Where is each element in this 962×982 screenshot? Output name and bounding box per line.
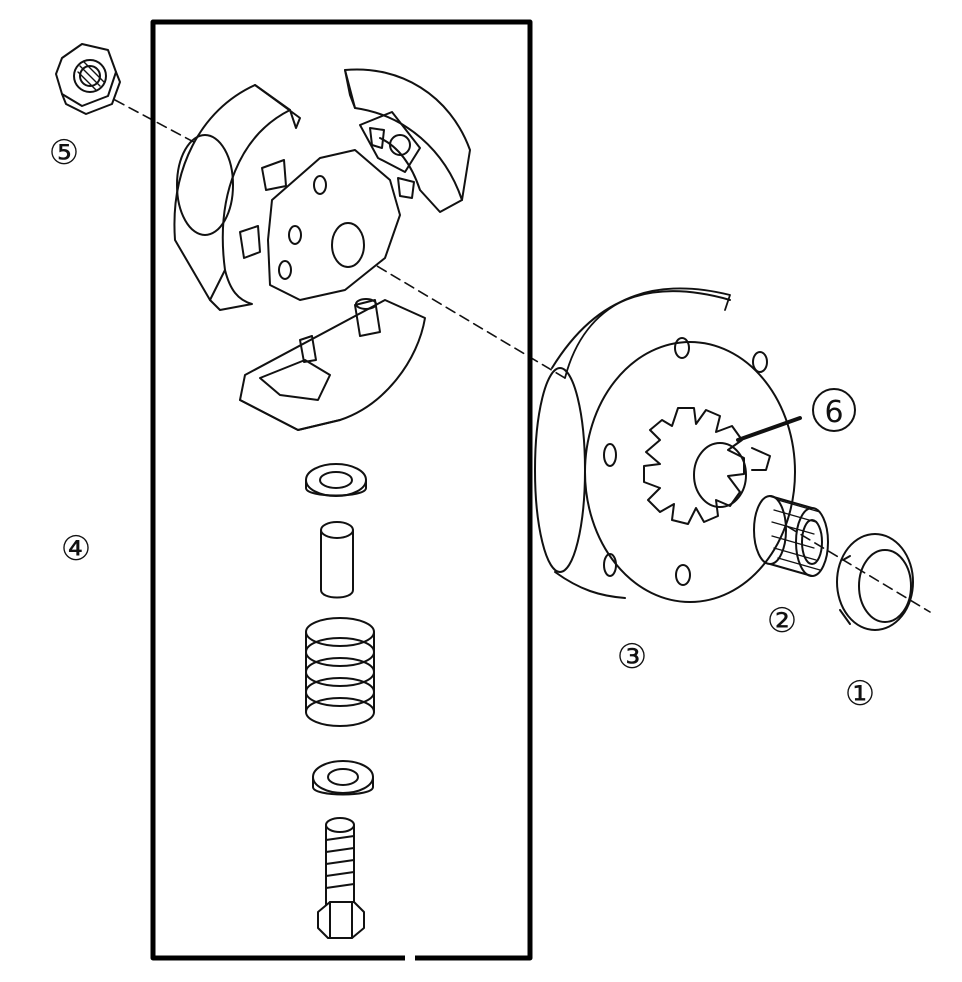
callout-flange-nut: ⑤ [49, 133, 79, 173]
needle-bearing [753, 495, 829, 577]
washer-lower [312, 760, 374, 796]
callout-thrust-washer: ① [845, 674, 875, 714]
clutch-shoe-left [173, 84, 301, 311]
clutch-shoe-right [344, 68, 471, 213]
callout-clutch-assembly: ④ [61, 529, 91, 569]
drive-sprocket [643, 407, 802, 525]
coil-spring [305, 617, 375, 727]
callout-needle-bearing: ② [767, 601, 797, 641]
spacer-sleeve [320, 521, 354, 599]
clutch-shoe-lower [239, 298, 426, 431]
callout-clutch-drum: ③ [617, 637, 647, 677]
assembly-axis [114, 99, 931, 613]
washer-upper [305, 463, 367, 497]
thrust-washer [836, 533, 914, 631]
shoulder-bolt [317, 817, 365, 939]
flange-nut [55, 43, 121, 115]
callout-drive-sprocket: 6 [812, 388, 856, 432]
clutch-hub [267, 149, 401, 301]
assembly-frame [150, 19, 533, 961]
callout-drive-sprocket-label: 6 [824, 395, 843, 430]
